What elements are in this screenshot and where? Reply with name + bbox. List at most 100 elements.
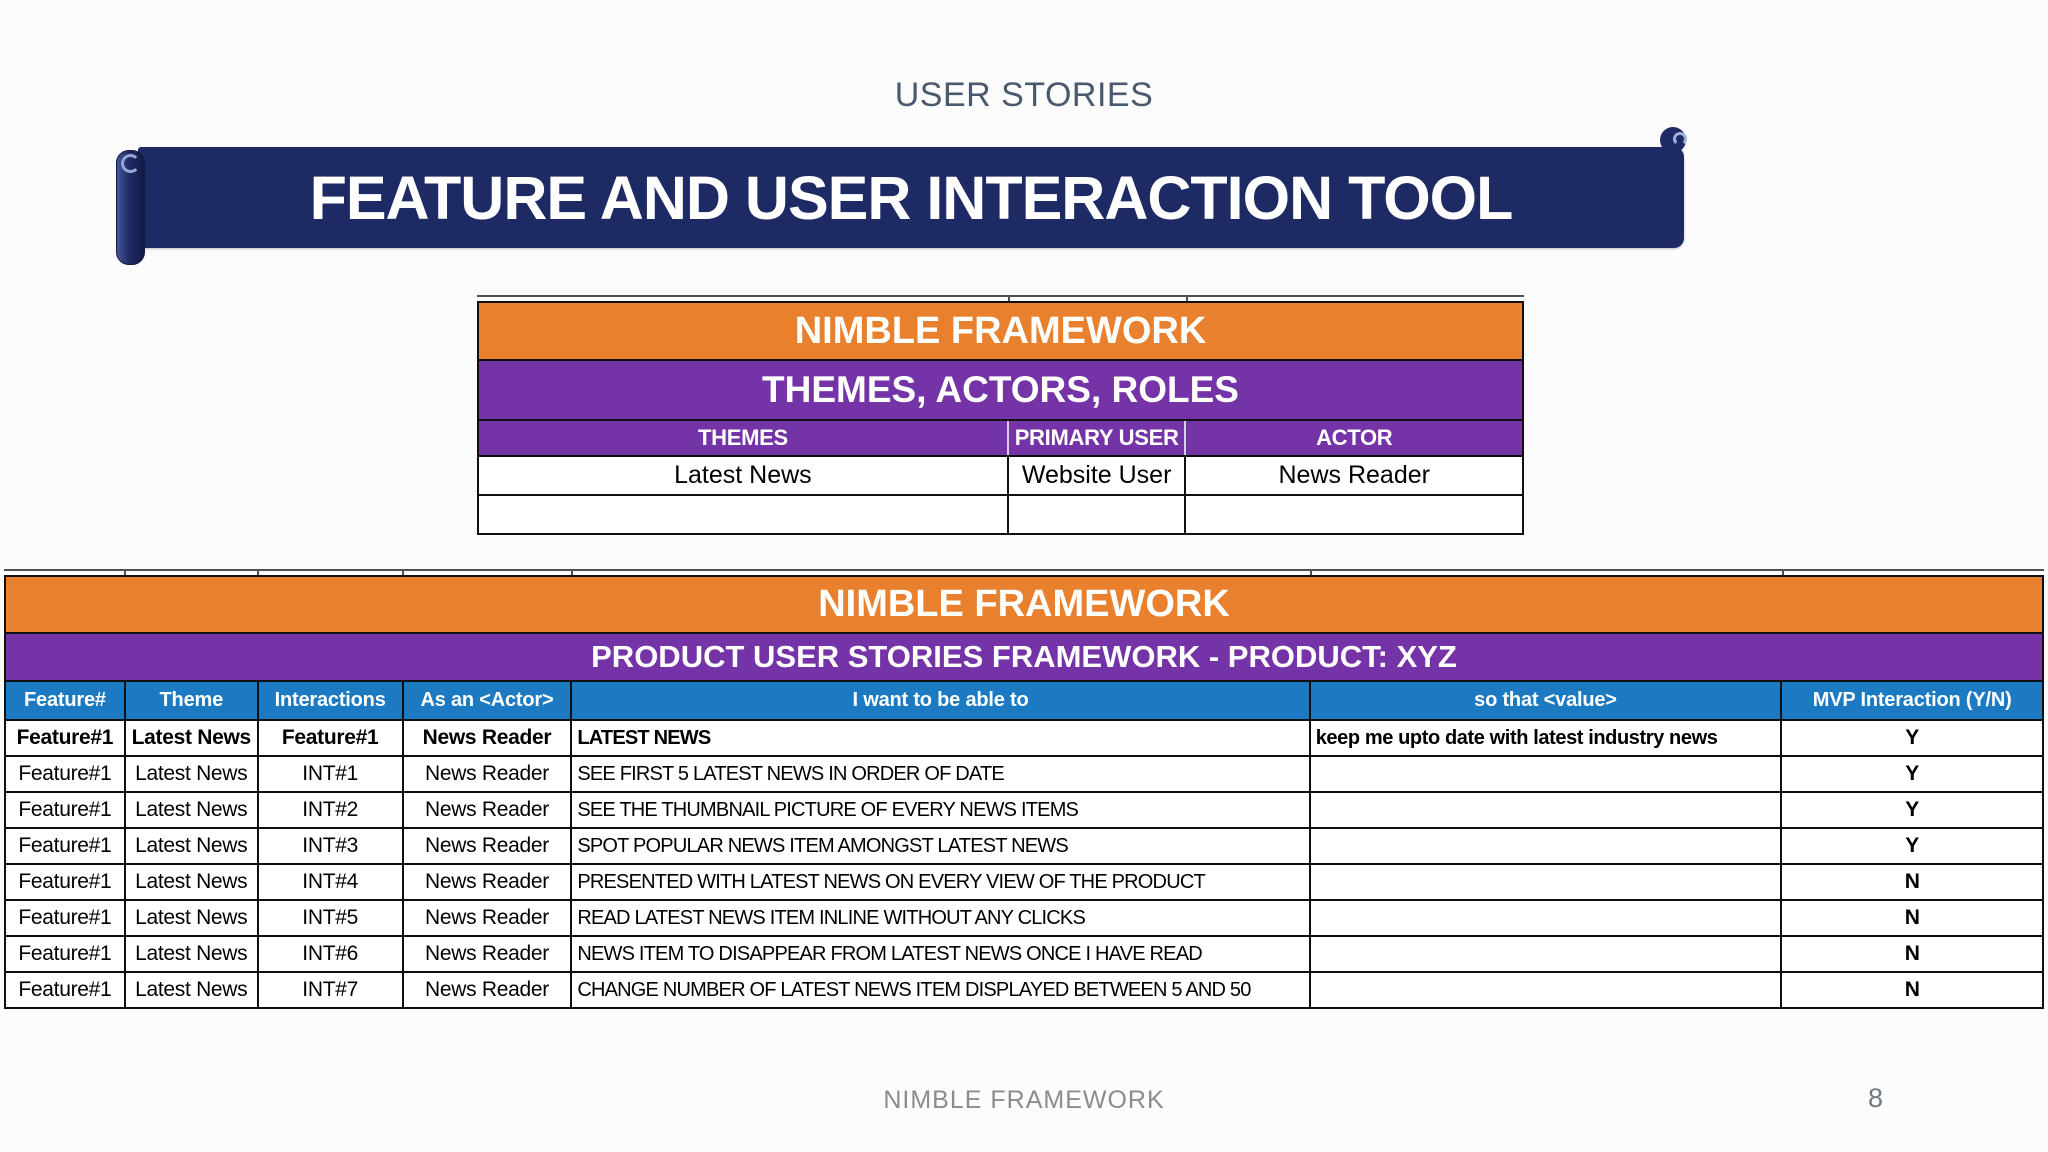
cell-i-want: CHANGE NUMBER OF LATEST NEWS ITEM DISPLA… xyxy=(570,971,1311,1009)
cell-so-that xyxy=(1308,827,1783,865)
cell-interactions: INT#3 xyxy=(256,827,404,865)
cell-theme: Latest News xyxy=(123,971,259,1009)
cell-i-want: LATEST NEWS xyxy=(570,719,1311,757)
cell-actor: News Reader xyxy=(1184,455,1524,496)
cell-i-want: NEWS ITEM TO DISAPPEAR FROM LATEST NEWS … xyxy=(570,935,1311,973)
themes-table-title: NIMBLE FRAMEWORK xyxy=(477,301,1524,361)
cell-so-that xyxy=(1308,935,1783,973)
column-header-primary-user: PRIMARY USER xyxy=(1006,419,1187,457)
cell-feature: Feature#1 xyxy=(4,935,126,973)
column-header-so-that: so that <value> xyxy=(1308,680,1783,721)
column-header-interactions: Interactions xyxy=(256,680,404,721)
themes-table-title-row: NIMBLE FRAMEWORK xyxy=(477,301,1524,361)
column-header-actor: ACTOR xyxy=(1184,419,1524,457)
themes-table-header-row: THEMES PRIMARY USER ACTOR xyxy=(477,419,1524,457)
cell-primary-user xyxy=(1006,494,1187,535)
cell-theme: Latest News xyxy=(123,899,259,937)
themes-table-subtitle-row: THEMES, ACTORS, ROLES xyxy=(477,359,1524,421)
cell-theme: Latest News xyxy=(123,863,259,901)
cell-feature: Feature#1 xyxy=(4,971,126,1009)
cell-actor: News Reader xyxy=(401,755,573,793)
themes-table: NIMBLE FRAMEWORK THEMES, ACTORS, ROLES T… xyxy=(477,301,1524,535)
stories-table-title: NIMBLE FRAMEWORK xyxy=(4,575,2044,634)
stories-table-subtitle: PRODUCT USER STORIES FRAMEWORK - PRODUCT… xyxy=(4,632,2044,682)
cell-interactions: INT#4 xyxy=(256,863,404,901)
cell-theme: Latest News xyxy=(123,719,259,757)
stories-table-header-row: Feature# Theme Interactions As an <Actor… xyxy=(4,680,2044,721)
column-header-themes: THEMES xyxy=(477,419,1009,457)
cell-mvp: Y xyxy=(1780,719,2044,757)
cell-so-that xyxy=(1308,899,1783,937)
cell-mvp: N xyxy=(1780,935,2044,973)
banner-scroll-left-curl xyxy=(121,154,140,173)
column-header-actor: As an <Actor> xyxy=(401,680,573,721)
cell-so-that xyxy=(1308,755,1783,793)
column-header-theme: Theme xyxy=(123,680,259,721)
cell-theme: Latest News xyxy=(123,827,259,865)
page-title: USER STORIES xyxy=(894,76,1154,114)
stories-table: NIMBLE FRAMEWORK PRODUCT USER STORIES FR… xyxy=(4,575,2044,1009)
cell-mvp: N xyxy=(1780,863,2044,901)
cell-feature: Feature#1 xyxy=(4,827,126,865)
column-header-mvp: MVP Interaction (Y/N) xyxy=(1780,680,2044,721)
cell-so-that xyxy=(1308,791,1783,829)
cell-theme: Latest News xyxy=(123,791,259,829)
cell-mvp: Y xyxy=(1780,755,2044,793)
cell-mvp: N xyxy=(1780,899,2044,937)
stories-table-title-row: NIMBLE FRAMEWORK xyxy=(4,575,2044,634)
cell-mvp: Y xyxy=(1780,827,2044,865)
cell-actor xyxy=(1184,494,1524,535)
page-number: 8 xyxy=(1868,1083,1884,1113)
cell-interactions: Feature#1 xyxy=(256,719,404,757)
cell-interactions: INT#5 xyxy=(256,899,404,937)
cell-interactions: INT#2 xyxy=(256,791,404,829)
cell-theme: Latest News xyxy=(123,935,259,973)
banner: FEATURE AND USER INTERACTION TOOL xyxy=(138,147,1684,248)
cell-i-want: SPOT POPULAR NEWS ITEM AMONGST LATEST NE… xyxy=(570,827,1311,865)
themes-row xyxy=(477,494,1524,535)
cell-so-that: keep me upto date with latest industry n… xyxy=(1308,719,1783,757)
cell-actor: News Reader xyxy=(401,791,573,829)
cell-theme xyxy=(477,494,1009,535)
cell-interactions: INT#6 xyxy=(256,935,404,973)
cell-feature: Feature#1 xyxy=(4,899,126,937)
banner-scroll-right-curl-dot xyxy=(1673,132,1687,146)
cell-i-want: SEE FIRST 5 LATEST NEWS IN ORDER OF DATE xyxy=(570,755,1311,793)
cell-feature: Feature#1 xyxy=(4,755,126,793)
cell-so-that xyxy=(1308,863,1783,901)
cell-i-want: PRESENTED WITH LATEST NEWS ON EVERY VIEW… xyxy=(570,863,1311,901)
cell-mvp: Y xyxy=(1780,791,2044,829)
cell-actor: News Reader xyxy=(401,899,573,937)
cell-feature: Feature#1 xyxy=(4,863,126,901)
column-header-i-want: I want to be able to xyxy=(570,680,1311,721)
column-header-feature: Feature# xyxy=(4,680,126,721)
cell-actor: News Reader xyxy=(401,827,573,865)
cell-mvp: N xyxy=(1780,971,2044,1009)
cell-i-want: SEE THE THUMBNAIL PICTURE OF EVERY NEWS … xyxy=(570,791,1311,829)
cell-actor: News Reader xyxy=(401,863,573,901)
banner-title: FEATURE AND USER INTERACTION TOOL xyxy=(309,163,1514,232)
cell-interactions: INT#1 xyxy=(256,755,404,793)
cell-primary-user: Website User xyxy=(1006,455,1187,496)
cell-theme: Latest News xyxy=(477,455,1009,496)
cell-actor: News Reader xyxy=(401,719,573,757)
cell-theme: Latest News xyxy=(123,755,259,793)
footer-text: NIMBLE FRAMEWORK xyxy=(883,1086,1165,1114)
cell-interactions: INT#7 xyxy=(256,971,404,1009)
cell-feature: Feature#1 xyxy=(4,719,126,757)
cell-actor: News Reader xyxy=(401,971,573,1009)
cell-i-want: READ LATEST NEWS ITEM INLINE WITHOUT ANY… xyxy=(570,899,1311,937)
cell-actor: News Reader xyxy=(401,935,573,973)
themes-table-subtitle: THEMES, ACTORS, ROLES xyxy=(477,359,1524,421)
cell-so-that xyxy=(1308,971,1783,1009)
cell-feature: Feature#1 xyxy=(4,791,126,829)
